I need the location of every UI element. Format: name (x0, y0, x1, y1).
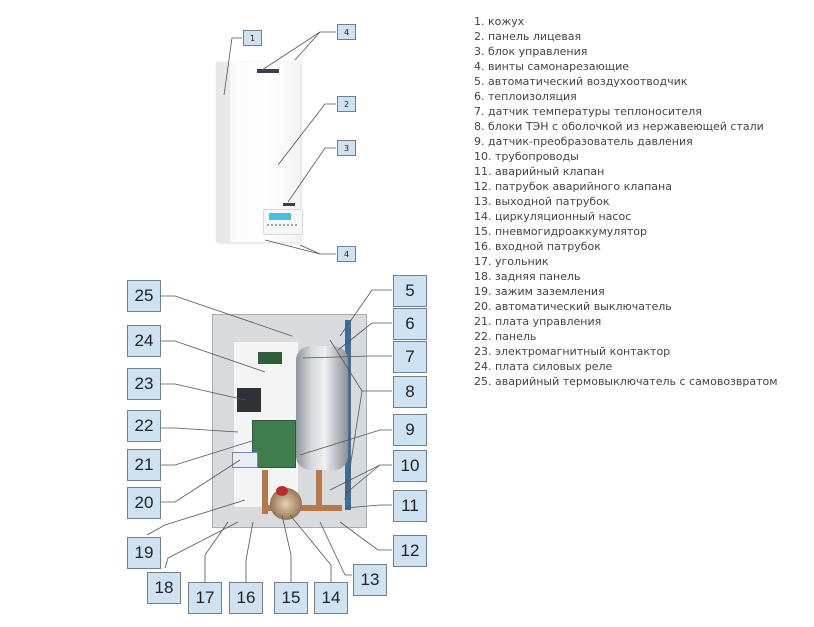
legend-item: 16. входной патрубок (474, 240, 601, 253)
legend-item: 12. патрубок аварийного клапана (474, 180, 672, 193)
legend-item: 18. задняя панель (474, 270, 581, 283)
callout-4-bottom: 4 (337, 246, 356, 262)
callout-22: 22 (127, 410, 161, 442)
callout-7: 7 (393, 341, 427, 373)
leader-line-22 (160, 427, 239, 433)
legend-item: 4. винты самонарезающие (474, 60, 630, 73)
leader-line-5 (339, 289, 392, 337)
parts-legend: 1. кожух 2. панель лицевая 3. блок управ… (474, 14, 778, 389)
leader-line-1 (223, 37, 242, 96)
leader-line-4-top-b (294, 31, 321, 61)
callout-12: 12 (393, 535, 427, 567)
leader-line-18 (164, 521, 239, 569)
leader-line-20 (160, 459, 241, 503)
relay-board (258, 352, 282, 364)
callout-24: 24 (127, 325, 161, 357)
legend-item: 24. плата силовых реле (474, 360, 613, 373)
callout-8: 8 (393, 376, 427, 408)
legend-item: 20. автоматический выключатель (474, 300, 672, 313)
callout-19: 19 (127, 537, 161, 569)
callout-3: 3 (337, 140, 356, 156)
legend-item: 5. автоматический воздухоотводчик (474, 75, 688, 88)
leader-line-16 (245, 521, 254, 582)
callout-6: 6 (393, 308, 427, 340)
leader-line-8 (344, 390, 392, 501)
callout-10: 10 (393, 450, 427, 482)
leader-line-10 (329, 464, 392, 491)
leader-line-12 (339, 521, 392, 551)
circuit-breaker (232, 452, 258, 468)
legend-item: 14. циркуляционный насос (474, 210, 632, 223)
leader-line-4-bottom-b (299, 244, 321, 255)
legend-item: 25. аварийный термовыключатель с самовоз… (474, 375, 778, 388)
legend-item: 15. пневмогидроаккумулятор (474, 225, 648, 238)
legend-item: 8. блоки ТЭН с оболочкой из нержавеющей … (474, 120, 764, 133)
heater-tank (296, 346, 348, 470)
leader-line-21 (160, 439, 256, 466)
leader-line-14 (289, 514, 332, 582)
legend-item: 23. электромагнитный контактор (474, 345, 671, 358)
callout-21: 21 (127, 449, 161, 481)
leader-line-24 (160, 340, 266, 373)
pump-indicator (276, 486, 288, 496)
callout-4-top: 4 (337, 24, 356, 40)
legend-item: 1. кожух (474, 15, 525, 28)
control-logo (283, 203, 295, 206)
leader-line-7 (302, 355, 392, 359)
leader-line-10-b (344, 464, 381, 495)
legend-item: 21. плата управления (474, 315, 602, 328)
leader-line-13 (319, 521, 352, 576)
callout-1: 1 (243, 30, 262, 46)
control-board (252, 420, 296, 468)
callout-25: 25 (127, 280, 161, 312)
leader-line-3 (287, 147, 336, 203)
pipe (262, 470, 268, 514)
leader-line-25 (160, 295, 293, 337)
leader-line-2 (277, 103, 336, 166)
leader-line-4-bottom (264, 239, 336, 255)
leader-line-17 (204, 521, 229, 582)
callout-5: 5 (393, 275, 427, 307)
legend-item: 22. панель (474, 330, 537, 343)
legend-item: 10. трубопроводы (474, 150, 579, 163)
callout-23: 23 (127, 368, 161, 400)
callout-9: 9 (393, 414, 427, 446)
pipe (262, 505, 342, 511)
leader-line-23 (160, 383, 246, 401)
callout-16: 16 (229, 582, 263, 614)
blue-pipe (345, 320, 351, 510)
leader-line-8-b (329, 339, 363, 392)
callout-14: 14 (314, 582, 348, 614)
legend-item: 13. выходной патрубок (474, 195, 610, 208)
callout-13: 13 (353, 564, 387, 596)
legend-item: 3. блок управления (474, 45, 588, 58)
contactor (237, 388, 261, 412)
leader-line-19 (146, 499, 246, 536)
callout-18: 18 (147, 572, 181, 604)
legend-item: 7. датчик температуры теплоносителя (474, 105, 702, 118)
control-buttons (267, 224, 297, 229)
boiler-side-panel (216, 62, 230, 242)
leader-line-15 (281, 514, 292, 582)
legend-item: 19. зажим заземления (474, 285, 605, 298)
callout-15: 15 (274, 582, 308, 614)
callout-17: 17 (188, 582, 222, 614)
callout-11: 11 (393, 490, 427, 522)
legend-item: 17. угольник (474, 255, 549, 268)
brand-logo (257, 69, 279, 73)
lcd-display (269, 213, 291, 220)
legend-item: 2. панель лицевая (474, 30, 582, 43)
pipe (316, 470, 322, 510)
callout-2: 2 (337, 96, 356, 112)
legend-item: 11. аварийный клапан (474, 165, 605, 178)
leader-line-9 (299, 429, 392, 456)
leader-line-6 (337, 322, 392, 351)
legend-item: 6. теплоизоляция (474, 90, 577, 103)
callout-20: 20 (127, 487, 161, 519)
legend-item: 9. датчик-преобразователь давления (474, 135, 693, 148)
leader-line-4-top (261, 31, 336, 71)
leader-line-11 (344, 504, 392, 509)
